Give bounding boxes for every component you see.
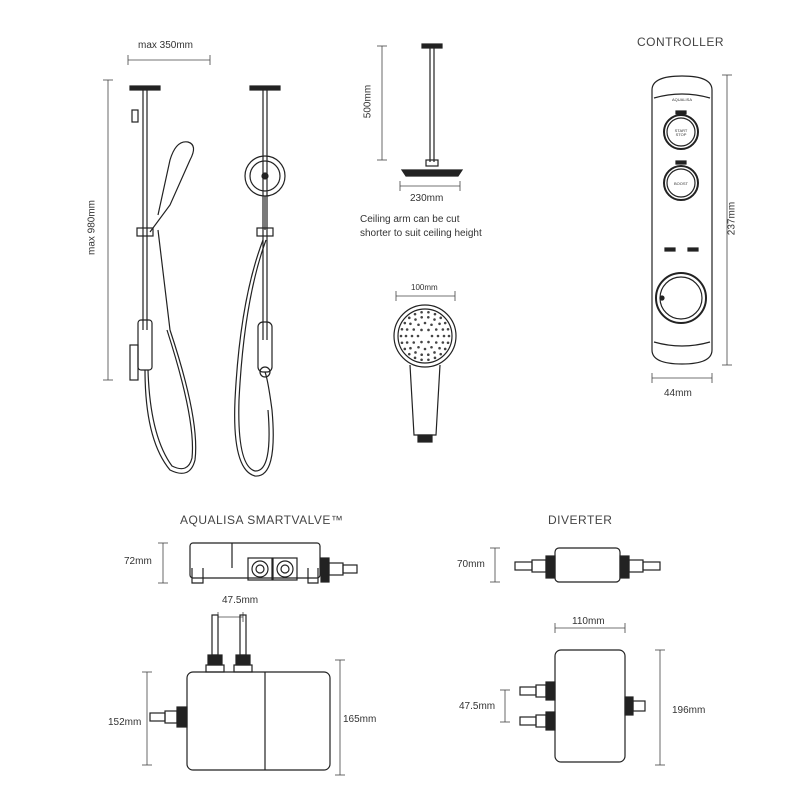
nozzle-dot — [423, 321, 427, 325]
nozzle-dot — [413, 312, 417, 316]
diverter-inlet-spacing-label: 47.5mm — [459, 701, 496, 712]
ceiling-arm-length-label: 500mm — [362, 84, 374, 119]
nozzle-dot — [420, 340, 423, 344]
smartvalve-inlet-spacing-label: 47.5mm — [222, 595, 259, 606]
nozzle-dot — [410, 334, 414, 338]
nozzle-dot — [404, 334, 408, 338]
nozzle-dot — [400, 327, 404, 331]
nozzle-dot — [399, 334, 403, 338]
nozzle-dot — [413, 356, 417, 360]
controller-title: CONTROLLER — [637, 35, 725, 49]
nozzle-dot — [426, 315, 430, 319]
nozzle-dot — [409, 346, 412, 350]
nozzle-dot — [403, 321, 407, 325]
nozzle-dot — [430, 323, 433, 327]
nozzle-dot — [412, 328, 416, 331]
dimension-lines — [103, 45, 732, 776]
nozzle-dot — [426, 353, 430, 357]
ceiling-arm-drawing — [400, 43, 464, 177]
nozzle-dot — [430, 345, 433, 349]
nozzle-dot — [412, 341, 416, 344]
diverter-front-view — [519, 649, 646, 763]
nozzle-dot — [417, 345, 420, 349]
nozzle-dot — [446, 341, 450, 345]
nozzle-dot — [433, 351, 436, 354]
handset-width-label: 100mm — [411, 283, 438, 292]
nozzle-dot — [417, 323, 420, 327]
nozzle-dot — [420, 328, 423, 332]
nozzle-dot — [427, 358, 430, 362]
nozzle-dot — [433, 318, 436, 321]
nozzle-dot — [434, 328, 438, 331]
diverter-height-label: 196mm — [672, 705, 706, 716]
nozzle-dot — [414, 351, 417, 354]
nozzle-dot — [436, 334, 440, 338]
ceiling-arm-caption-line2: shorter to suit ceiling height — [360, 228, 482, 239]
smartvalve-overall-height-label: 165mm — [343, 714, 377, 725]
smartvalve-depth-label: 72mm — [124, 556, 152, 567]
diverter-title: DIVERTER — [548, 513, 613, 527]
controller-height-label: 237mm — [726, 201, 738, 236]
ceiling-arm-caption-line1: Ceiling arm can be cut — [360, 214, 460, 225]
nozzle-dot — [420, 358, 423, 362]
nozzle-dot — [414, 318, 417, 321]
smartvalve-title: AQUALISA SMARTVALVE™ — [180, 513, 344, 527]
nozzle-dot — [443, 347, 447, 351]
nozzle-dot — [409, 322, 412, 326]
nozzle-dot — [434, 341, 438, 344]
diverter-top-view — [514, 547, 661, 583]
nozzle-dot — [433, 312, 437, 316]
shower-rail-side-view — [129, 85, 197, 474]
nozzle-dot — [405, 328, 409, 331]
boost-button[interactable]: BOOST — [673, 181, 688, 186]
controller-brand-logo: AQUALISA — [671, 97, 692, 102]
smartvalve-front-view — [149, 614, 331, 771]
controller-width-label: 44mm — [664, 388, 692, 399]
nozzle-dot — [441, 328, 445, 331]
nozzle-dot — [447, 334, 451, 338]
nozzle-dot — [439, 316, 443, 320]
smartvalve-top-view — [189, 542, 358, 584]
diverter-width-label: 110mm — [572, 616, 605, 627]
rail-height-label: max 980mm — [86, 200, 98, 256]
nozzle-dot — [400, 341, 404, 345]
nozzle-dot — [438, 322, 441, 326]
nozzle-dot — [420, 315, 424, 319]
controller-drawing — [651, 75, 713, 365]
nozzle-dot — [430, 334, 434, 338]
nozzle-dot — [407, 316, 411, 320]
nozzle-dot — [427, 340, 430, 344]
start-stop-button[interactable]: START STOP — [674, 128, 688, 137]
shower-head-width-label: 230mm — [410, 193, 444, 204]
nozzle-dot — [403, 347, 407, 351]
nozzle-dot — [433, 356, 437, 360]
smartvalve-height-label: 152mm — [108, 717, 142, 728]
nozzle-dot — [438, 346, 441, 350]
nozzle-dot — [423, 347, 427, 351]
nozzle-dot — [441, 341, 445, 344]
nozzle-dot — [416, 334, 420, 338]
nozzle-dot — [420, 310, 423, 314]
nozzle-dot — [446, 327, 450, 331]
nozzle-dot — [407, 352, 411, 356]
nozzle-dot — [427, 328, 430, 332]
nozzle-dot — [439, 352, 443, 356]
nozzle-dot — [420, 353, 424, 357]
shower-rail-front-view — [234, 85, 286, 477]
nozzle-dot — [443, 321, 447, 325]
nozzle-dot — [442, 334, 446, 338]
handset-drawing — [393, 304, 457, 443]
nozzle-dot — [427, 310, 430, 314]
rail-width-label: max 350mm — [138, 40, 194, 51]
diverter-depth-label: 70mm — [457, 559, 485, 570]
nozzle-dot — [405, 341, 409, 344]
